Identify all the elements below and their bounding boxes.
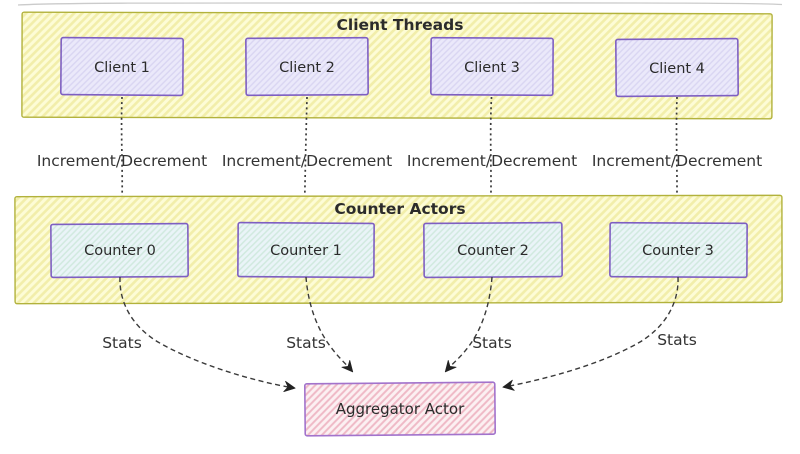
counter-actors-title: Counter Actors (334, 200, 465, 218)
edge-increment-label-1: Increment/Decrement (37, 152, 207, 170)
edge-increment-label-4: Increment/Decrement (592, 152, 762, 170)
counter-1-label: Counter 1 (270, 243, 342, 259)
client-4-box (615, 37, 739, 98)
aggregator-box (303, 381, 497, 437)
edge-increment-label-3: Increment/Decrement (407, 152, 577, 170)
node-client-3: Client 3 (430, 36, 554, 97)
client-3-label: Client 3 (464, 60, 520, 76)
counter-2-box (423, 221, 563, 279)
sketch-top-line (17, 2, 783, 6)
client-2-label: Client 2 (279, 60, 335, 76)
counter-actors-container (14, 194, 783, 305)
node-counter-3: Counter 3 (609, 221, 748, 279)
client-3-box (430, 36, 554, 97)
edge-increment-label-2: Increment/Decrement (222, 152, 392, 170)
client-4-label: Client 4 (649, 61, 705, 77)
counter-0-label: Counter 0 (84, 243, 156, 259)
edge-stats-label-4: Stats (657, 331, 697, 349)
aggregator-label: Aggregator Actor (336, 400, 465, 418)
node-counter-1: Counter 1 (237, 221, 375, 279)
counter-1-box (237, 221, 375, 279)
client-threads-title: Client Threads (337, 16, 464, 34)
node-counter-2: Counter 2 (423, 221, 563, 279)
group-client-threads: Client Threads Client 1 Client 2 Client … (21, 11, 773, 120)
node-client-4: Client 4 (615, 37, 739, 98)
node-aggregator: Aggregator Actor (303, 381, 497, 437)
edge-stats-3 (444, 276, 493, 373)
node-counter-0: Counter 0 (50, 222, 189, 279)
client-2-box (245, 36, 369, 97)
edge-stats-label-3: Stats (472, 334, 512, 352)
node-client-1: Client 1 (60, 36, 184, 97)
client-1-label: Client 1 (94, 60, 150, 76)
counter-2-label: Counter 2 (457, 243, 529, 259)
client-threads-container (21, 11, 773, 120)
group-counter-actors: Counter Actors Counter 0 Counter 1 Count… (14, 194, 783, 305)
edge-stats-label-1: Stats (102, 334, 142, 352)
counter-3-label: Counter 3 (642, 243, 714, 259)
node-client-2: Client 2 (245, 36, 369, 97)
edge-stats-label-2: Stats (286, 334, 326, 352)
client-1-box (60, 36, 184, 97)
edge-stats-2 (305, 276, 354, 373)
